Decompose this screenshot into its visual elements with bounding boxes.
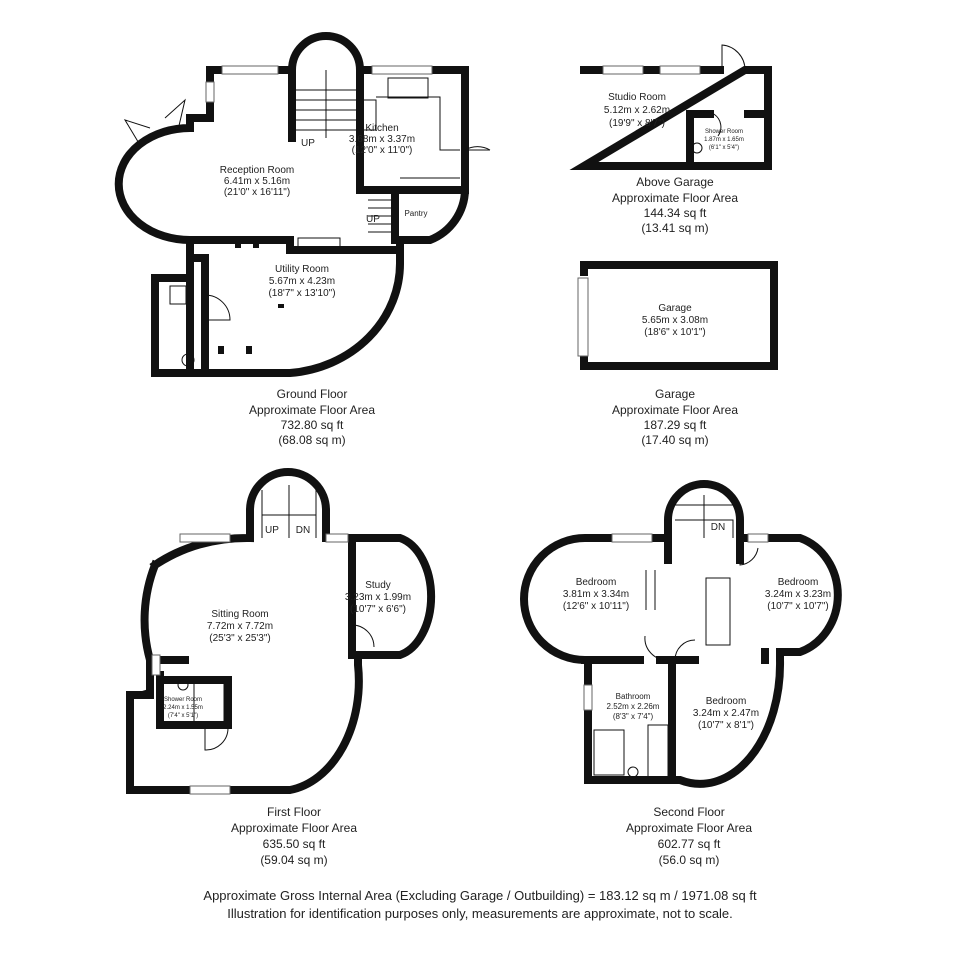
first-floor-caption: First Floor Approximate Floor Area 635.5… (231, 805, 357, 867)
first-floor-plan: Sitting Room 7.72m x 7.72m (25'3" x 25'3… (126, 468, 436, 795)
stair-up-label: UP (265, 525, 279, 536)
kitchen-imperial: (12'0" x 11'0") (352, 145, 413, 156)
caption-sqft: 635.50 sq ft (263, 837, 326, 851)
stair-up-label: UP (301, 138, 315, 149)
studio-room-imperial: (19'9" x 8'7") (609, 118, 665, 129)
studio-room-label: Studio Room (608, 92, 666, 103)
utility-room-imperial: (18'7" x 13'10") (268, 288, 335, 299)
reception-room-label: Reception Room (220, 165, 294, 176)
ground-floor-caption: Ground Floor Approximate Floor Area 732.… (249, 387, 375, 447)
studio-room-metric: 5.12m x 2.62m (604, 105, 670, 116)
gross-area-note: Approximate Gross Internal Area (Excludi… (203, 888, 757, 903)
caption-subtitle: Approximate Floor Area (612, 403, 738, 417)
bedroom-1-metric: 3.81m x 3.34m (563, 589, 629, 600)
kitchen-metric: 3.68m x 3.37m (349, 134, 415, 145)
bedroom-1-imperial: (12'6" x 10'11") (563, 601, 629, 612)
caption-sqft: 732.80 sq ft (281, 418, 344, 432)
shower-room-metric: 1.87m x 1.65m (704, 137, 744, 143)
caption-subtitle: Approximate Floor Area (249, 403, 375, 417)
garage-label: Garage (658, 303, 692, 314)
above-garage-caption: Above Garage Approximate Floor Area 144.… (612, 175, 738, 235)
caption-title: Ground Floor (277, 387, 348, 401)
bedroom-3-imperial: (10'7" x 8'1") (698, 720, 754, 731)
caption-sqm: (68.08 sq m) (278, 433, 345, 447)
ground-floor-walls (114, 32, 469, 377)
bathroom-imperial: (8'3" x 7'4") (613, 712, 654, 721)
sitting-room-imperial: (25'3" x 25'3") (209, 633, 271, 644)
shower-room-label: Shower Room (705, 129, 743, 135)
ground-floor-plan: Reception Room 6.41m x 5.16m (21'0" x 16… (114, 32, 491, 377)
garage-caption: Garage Approximate Floor Area 187.29 sq … (612, 387, 738, 447)
study-metric: 3.23m x 1.99m (345, 592, 411, 603)
caption-title: First Floor (267, 805, 321, 819)
bedroom-3-metric: 3.24m x 2.47m (693, 708, 759, 719)
garage-imperial: (18'6" x 10'1") (644, 327, 706, 338)
sitting-room-label: Sitting Room (211, 609, 268, 620)
caption-sqft: 144.34 sq ft (644, 206, 707, 220)
caption-subtitle: Approximate Floor Area (231, 821, 357, 835)
bathroom-label: Bathroom (616, 692, 651, 701)
caption-title: Garage (655, 387, 695, 401)
bathroom-metric: 2.52m x 2.26m (607, 702, 660, 711)
disclaimer-note: Illustration for identification purposes… (227, 906, 733, 921)
utility-room-label: Utility Room (275, 264, 329, 275)
utility-room-metric: 5.67m x 4.23m (269, 276, 335, 287)
caption-sqft: 602.77 sq ft (658, 837, 721, 851)
caption-sqm: (13.41 sq m) (641, 221, 708, 235)
stair-down-label: DN (711, 522, 725, 533)
caption-sqft: 187.29 sq ft (644, 418, 707, 432)
reception-room-metric: 6.41m x 5.16m (224, 176, 290, 187)
reception-room-imperial: (21'0" x 16'11") (224, 187, 290, 198)
bedroom-3-label: Bedroom (706, 696, 747, 707)
stair-up-label: UP (366, 214, 380, 225)
garage-metric: 5.65m x 3.08m (642, 315, 708, 326)
pantry-label: Pantry (404, 209, 427, 218)
sitting-room-metric: 7.72m x 7.72m (207, 621, 273, 632)
kitchen-label: Kitchen (365, 123, 398, 134)
caption-sqm: (56.0 sq m) (659, 853, 720, 867)
caption-title: Above Garage (636, 175, 714, 189)
caption-sqm: (17.40 sq m) (641, 433, 708, 447)
caption-sqm: (59.04 sq m) (260, 853, 327, 867)
second-floor-caption: Second Floor Approximate Floor Area 602.… (626, 805, 752, 867)
shower-room-metric: 2.24m x 1.55m (163, 705, 203, 711)
bedroom-2-label: Bedroom (778, 577, 819, 588)
garage-plan: Garage 5.65m x 3.08m (18'6" x 10'1") (577, 261, 778, 370)
stair-down-label: DN (296, 525, 310, 536)
shower-room-imperial: (6'1" x 5'4") (709, 145, 739, 151)
above-garage-plan: Studio Room 5.12m x 2.62m (19'9" x 8'7")… (569, 44, 772, 170)
shower-room-imperial: (7'4" x 5'1") (168, 713, 198, 719)
second-floor-plan: Bedroom 3.81m x 3.34m (12'6" x 10'11") B… (520, 480, 842, 788)
study-imperial: (10'7" x 6'6") (350, 604, 406, 615)
caption-subtitle: Approximate Floor Area (626, 821, 752, 835)
shower-room-label: Shower Room (164, 697, 202, 703)
bedroom-1-label: Bedroom (576, 577, 617, 588)
caption-subtitle: Approximate Floor Area (612, 191, 738, 205)
caption-title: Second Floor (653, 805, 724, 819)
bedroom-2-metric: 3.24m x 3.23m (765, 589, 831, 600)
bedroom-2-imperial: (10'7" x 10'7") (767, 601, 829, 612)
study-label: Study (365, 580, 391, 591)
